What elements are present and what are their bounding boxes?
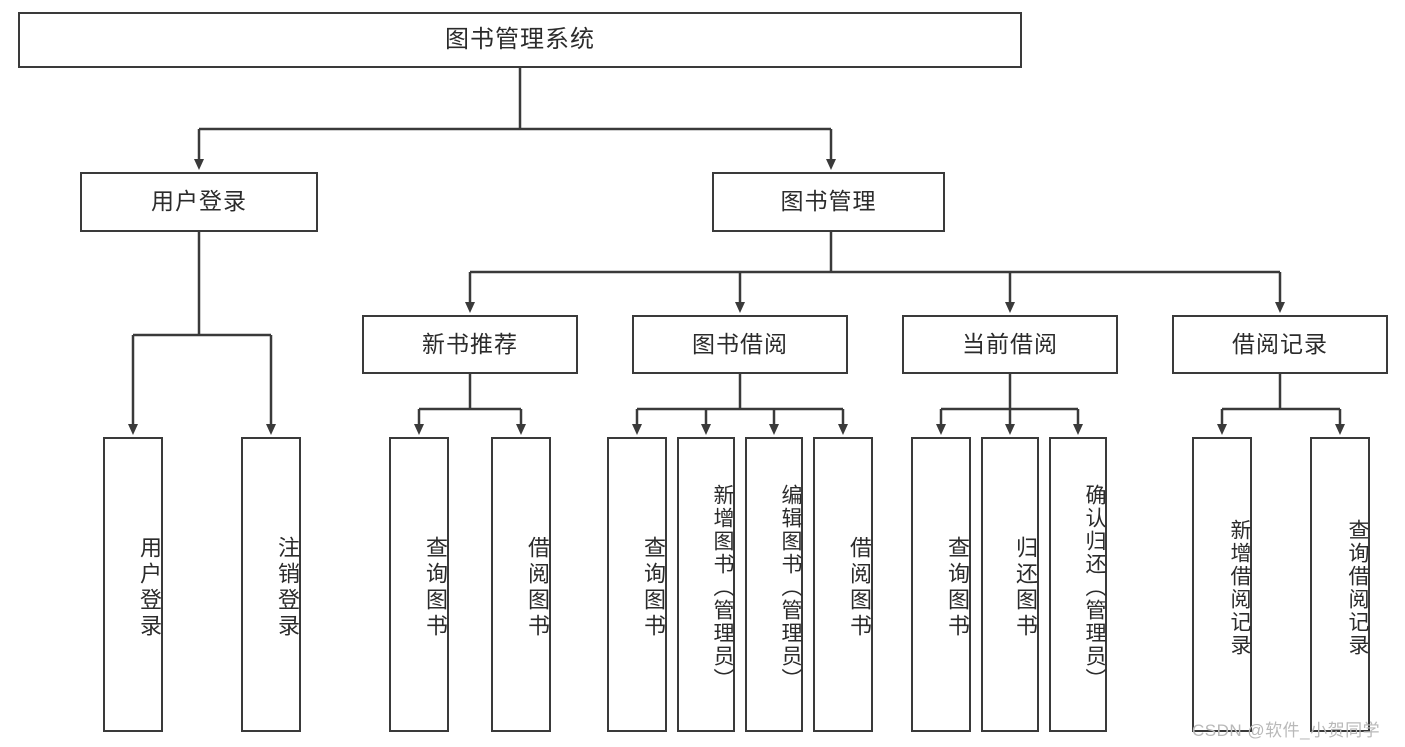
node-user-login-label: 用户登录 (151, 188, 247, 215)
leaf-current-query-book-label: 查询图书 (945, 535, 970, 640)
csdn-watermark: CSDN @软件_小贺同学 (1192, 721, 1381, 740)
leaf-user-login-label: 用户登录 (137, 535, 162, 640)
leaf-borrow-borrow-book[interactable]: 借阅图书 (813, 437, 873, 732)
leaf-record-query-record[interactable]: 查询借阅记录 (1310, 437, 1370, 732)
leaf-current-return-book[interactable]: 归还图书 (981, 437, 1039, 732)
leaf-current-return-book-label: 归还图书 (1013, 535, 1038, 640)
leaf-borrow-add-book-admin-label: 新增图书（管理员） (711, 484, 734, 691)
leaf-borrow-query-book[interactable]: 查询图书 (607, 437, 667, 732)
node-book-borrow[interactable]: 图书借阅 (632, 315, 848, 374)
leaf-borrow-add-book-admin[interactable]: 新增图书（管理员） (677, 437, 735, 732)
leaf-borrow-query-book-label: 查询图书 (641, 535, 666, 640)
leaf-current-confirm-return-admin[interactable]: 确认归还（管理员） (1049, 437, 1107, 732)
leaf-user-login[interactable]: 用户登录 (103, 437, 163, 732)
leaf-borrow-borrow-book-label: 借阅图书 (847, 535, 872, 640)
node-current-borrow-label: 当前借阅 (962, 330, 1058, 357)
node-root[interactable]: 图书管理系统 (18, 12, 1022, 68)
node-book-borrow-label: 图书借阅 (692, 330, 788, 357)
leaf-newbook-borrow-book-label: 借阅图书 (525, 535, 550, 640)
node-borrow-record-label: 借阅记录 (1232, 330, 1328, 357)
leaf-record-query-record-label: 查询借阅记录 (1346, 518, 1369, 657)
leaf-borrow-edit-book-admin[interactable]: 编辑图书（管理员） (745, 437, 803, 732)
node-book-management[interactable]: 图书管理 (712, 172, 945, 232)
node-root-label: 图书管理系统 (445, 25, 595, 53)
leaf-record-add-record[interactable]: 新增借阅记录 (1192, 437, 1252, 732)
node-current-borrow[interactable]: 当前借阅 (902, 315, 1118, 374)
leaf-user-logout[interactable]: 注销登录 (241, 437, 301, 732)
node-book-management-label: 图书管理 (780, 188, 877, 215)
leaf-newbook-query-book[interactable]: 查询图书 (389, 437, 449, 732)
leaf-newbook-query-book-label: 查询图书 (423, 535, 448, 640)
leaf-record-add-record-label: 新增借阅记录 (1228, 518, 1251, 657)
leaf-current-confirm-return-admin-label: 确认归还（管理员） (1083, 484, 1106, 691)
node-new-book-recommend[interactable]: 新书推荐 (362, 315, 578, 374)
leaf-borrow-edit-book-admin-label: 编辑图书（管理员） (779, 484, 802, 691)
leaf-newbook-borrow-book[interactable]: 借阅图书 (491, 437, 551, 732)
node-borrow-record[interactable]: 借阅记录 (1172, 315, 1388, 374)
leaf-current-query-book[interactable]: 查询图书 (911, 437, 971, 732)
node-user-login[interactable]: 用户登录 (80, 172, 318, 232)
node-new-book-recommend-label: 新书推荐 (422, 330, 518, 357)
leaf-user-logout-label: 注销登录 (275, 535, 300, 640)
